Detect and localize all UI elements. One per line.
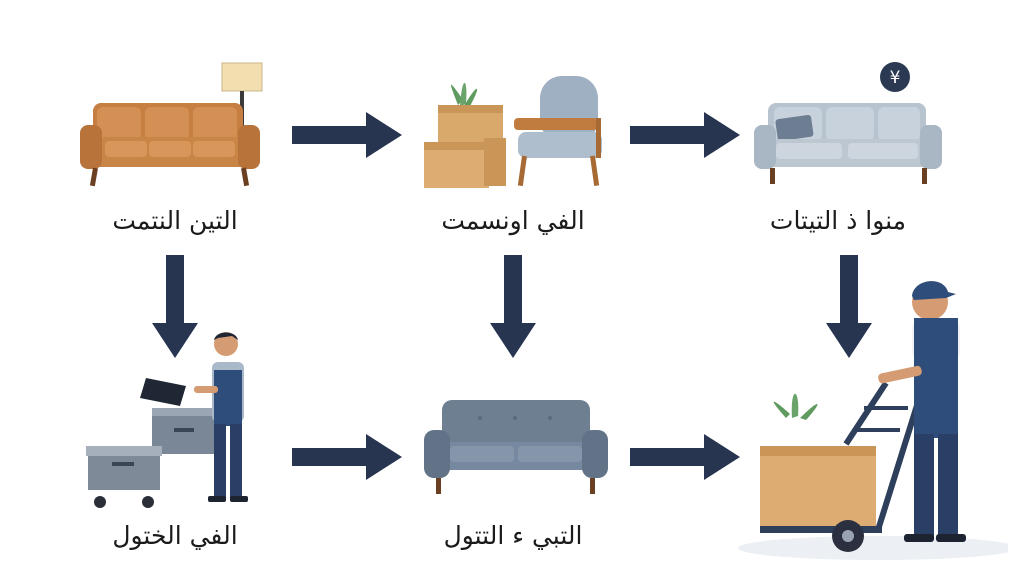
arrow-down-2-5 — [490, 255, 536, 358]
boxes-armchair-icon — [424, 76, 602, 188]
arrow-right-5-6 — [630, 434, 740, 480]
arrow-down-1-4 — [152, 255, 198, 358]
step-label: منوا ذ التيتات — [769, 206, 907, 235]
arrow-right-2-3 — [630, 112, 740, 158]
sofa-yen-icon: ¥ — [754, 62, 942, 184]
worker-bins-icon — [86, 332, 248, 508]
step-label: التين النتمت — [112, 206, 238, 235]
gray-sofa-icon — [424, 400, 608, 494]
step-label: الفي الختول — [112, 521, 238, 550]
arrow-down-3-6 — [826, 255, 872, 358]
step-label: الفي اونسمت — [441, 206, 585, 235]
arrow-right-4-5 — [292, 434, 402, 480]
step-label: التبي ء التتول — [443, 521, 583, 550]
yen-badge-text: ¥ — [890, 68, 901, 88]
mover-handtruck-icon — [738, 281, 1008, 560]
sofa-lamp-icon — [80, 62, 263, 187]
arrow-right-1-2 — [292, 112, 402, 158]
